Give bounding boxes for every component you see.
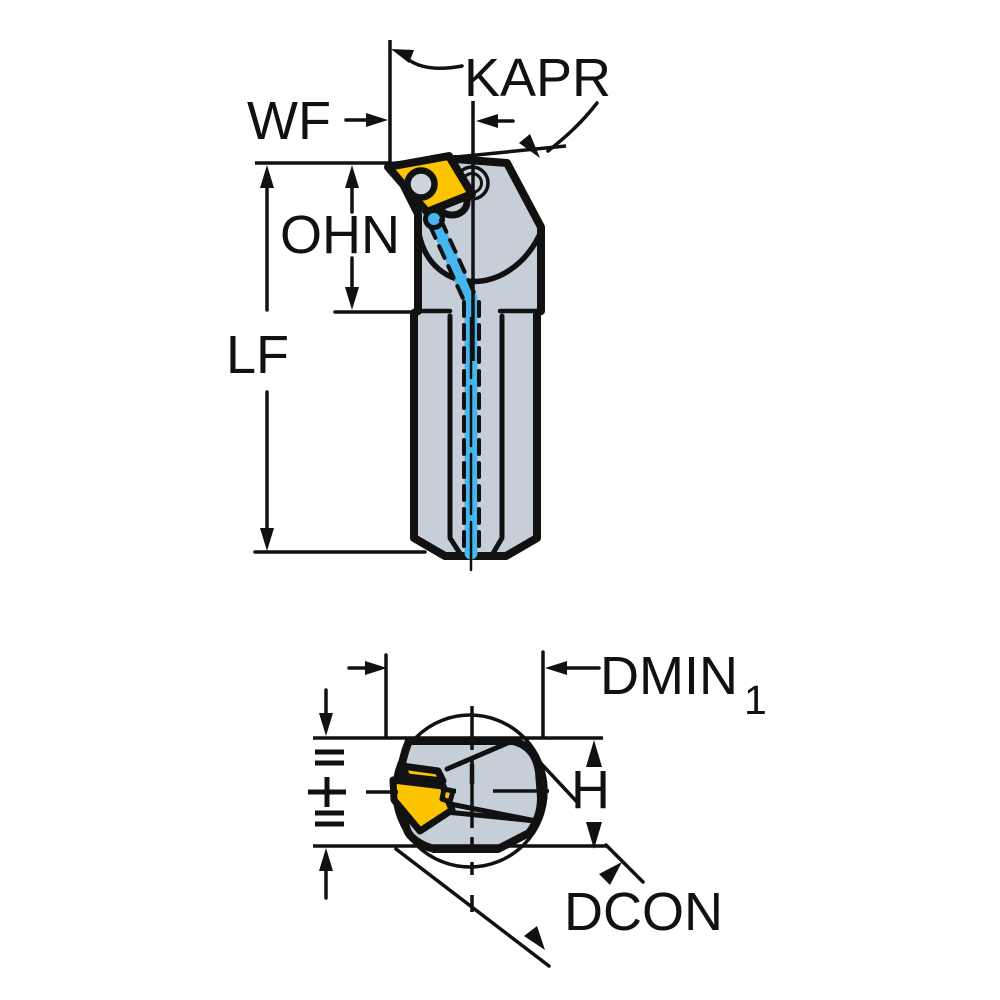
lf-label: LF (226, 325, 289, 385)
dcon-lower-arrowhead (524, 926, 545, 950)
dimension-kapr: KAPR (391, 48, 611, 158)
side-view: WF KAPR OHN LF (226, 40, 611, 572)
dimension-lf: LF (226, 165, 427, 554)
coolant-dashed-edges (428, 218, 479, 307)
insert-end-view (389, 762, 456, 835)
end-view: DMIN 1 H DCON (308, 646, 767, 968)
dimension-wf: WF (247, 91, 388, 151)
wf-arrowhead (366, 113, 388, 127)
insert-hole (404, 167, 438, 201)
kapr-leader-arrowhead (391, 49, 414, 63)
shank-inner-edges (447, 313, 505, 558)
dcon-upper-arrowhead (599, 862, 622, 885)
h-label: H (571, 760, 610, 820)
dimension-ohn: OHN (280, 165, 416, 314)
side-view-reference-lines (255, 40, 567, 361)
dcon-tick-line (604, 843, 645, 884)
dmin1-subscript: 1 (744, 677, 767, 723)
dimension-dmin1: DMIN 1 (541, 646, 767, 739)
dimension-dcon: DCON (394, 739, 723, 968)
dcon-lower-tangent-line (394, 847, 551, 968)
dmin1-arrowhead (545, 661, 567, 675)
coolant-channel (423, 208, 481, 572)
dimension-offset (319, 653, 388, 900)
ohn-label: OHN (280, 205, 400, 265)
kapr-angle-arrowhead (519, 134, 540, 158)
dmin1-label: DMIN (600, 646, 738, 706)
centre-height-symbols (308, 749, 398, 827)
dcon-label: DCON (564, 882, 723, 942)
dcon-upper-tangent-line (518, 739, 580, 805)
equals-mark-upper (315, 749, 344, 766)
kapr-small-arrowhead (476, 114, 498, 128)
kapr-label: KAPR (464, 48, 611, 108)
plus-mark (308, 777, 346, 807)
dimension-h: H (571, 740, 610, 849)
wf-label: WF (247, 91, 331, 151)
kapr-angle-arc (546, 101, 599, 153)
equals-mark-lower (315, 810, 344, 827)
